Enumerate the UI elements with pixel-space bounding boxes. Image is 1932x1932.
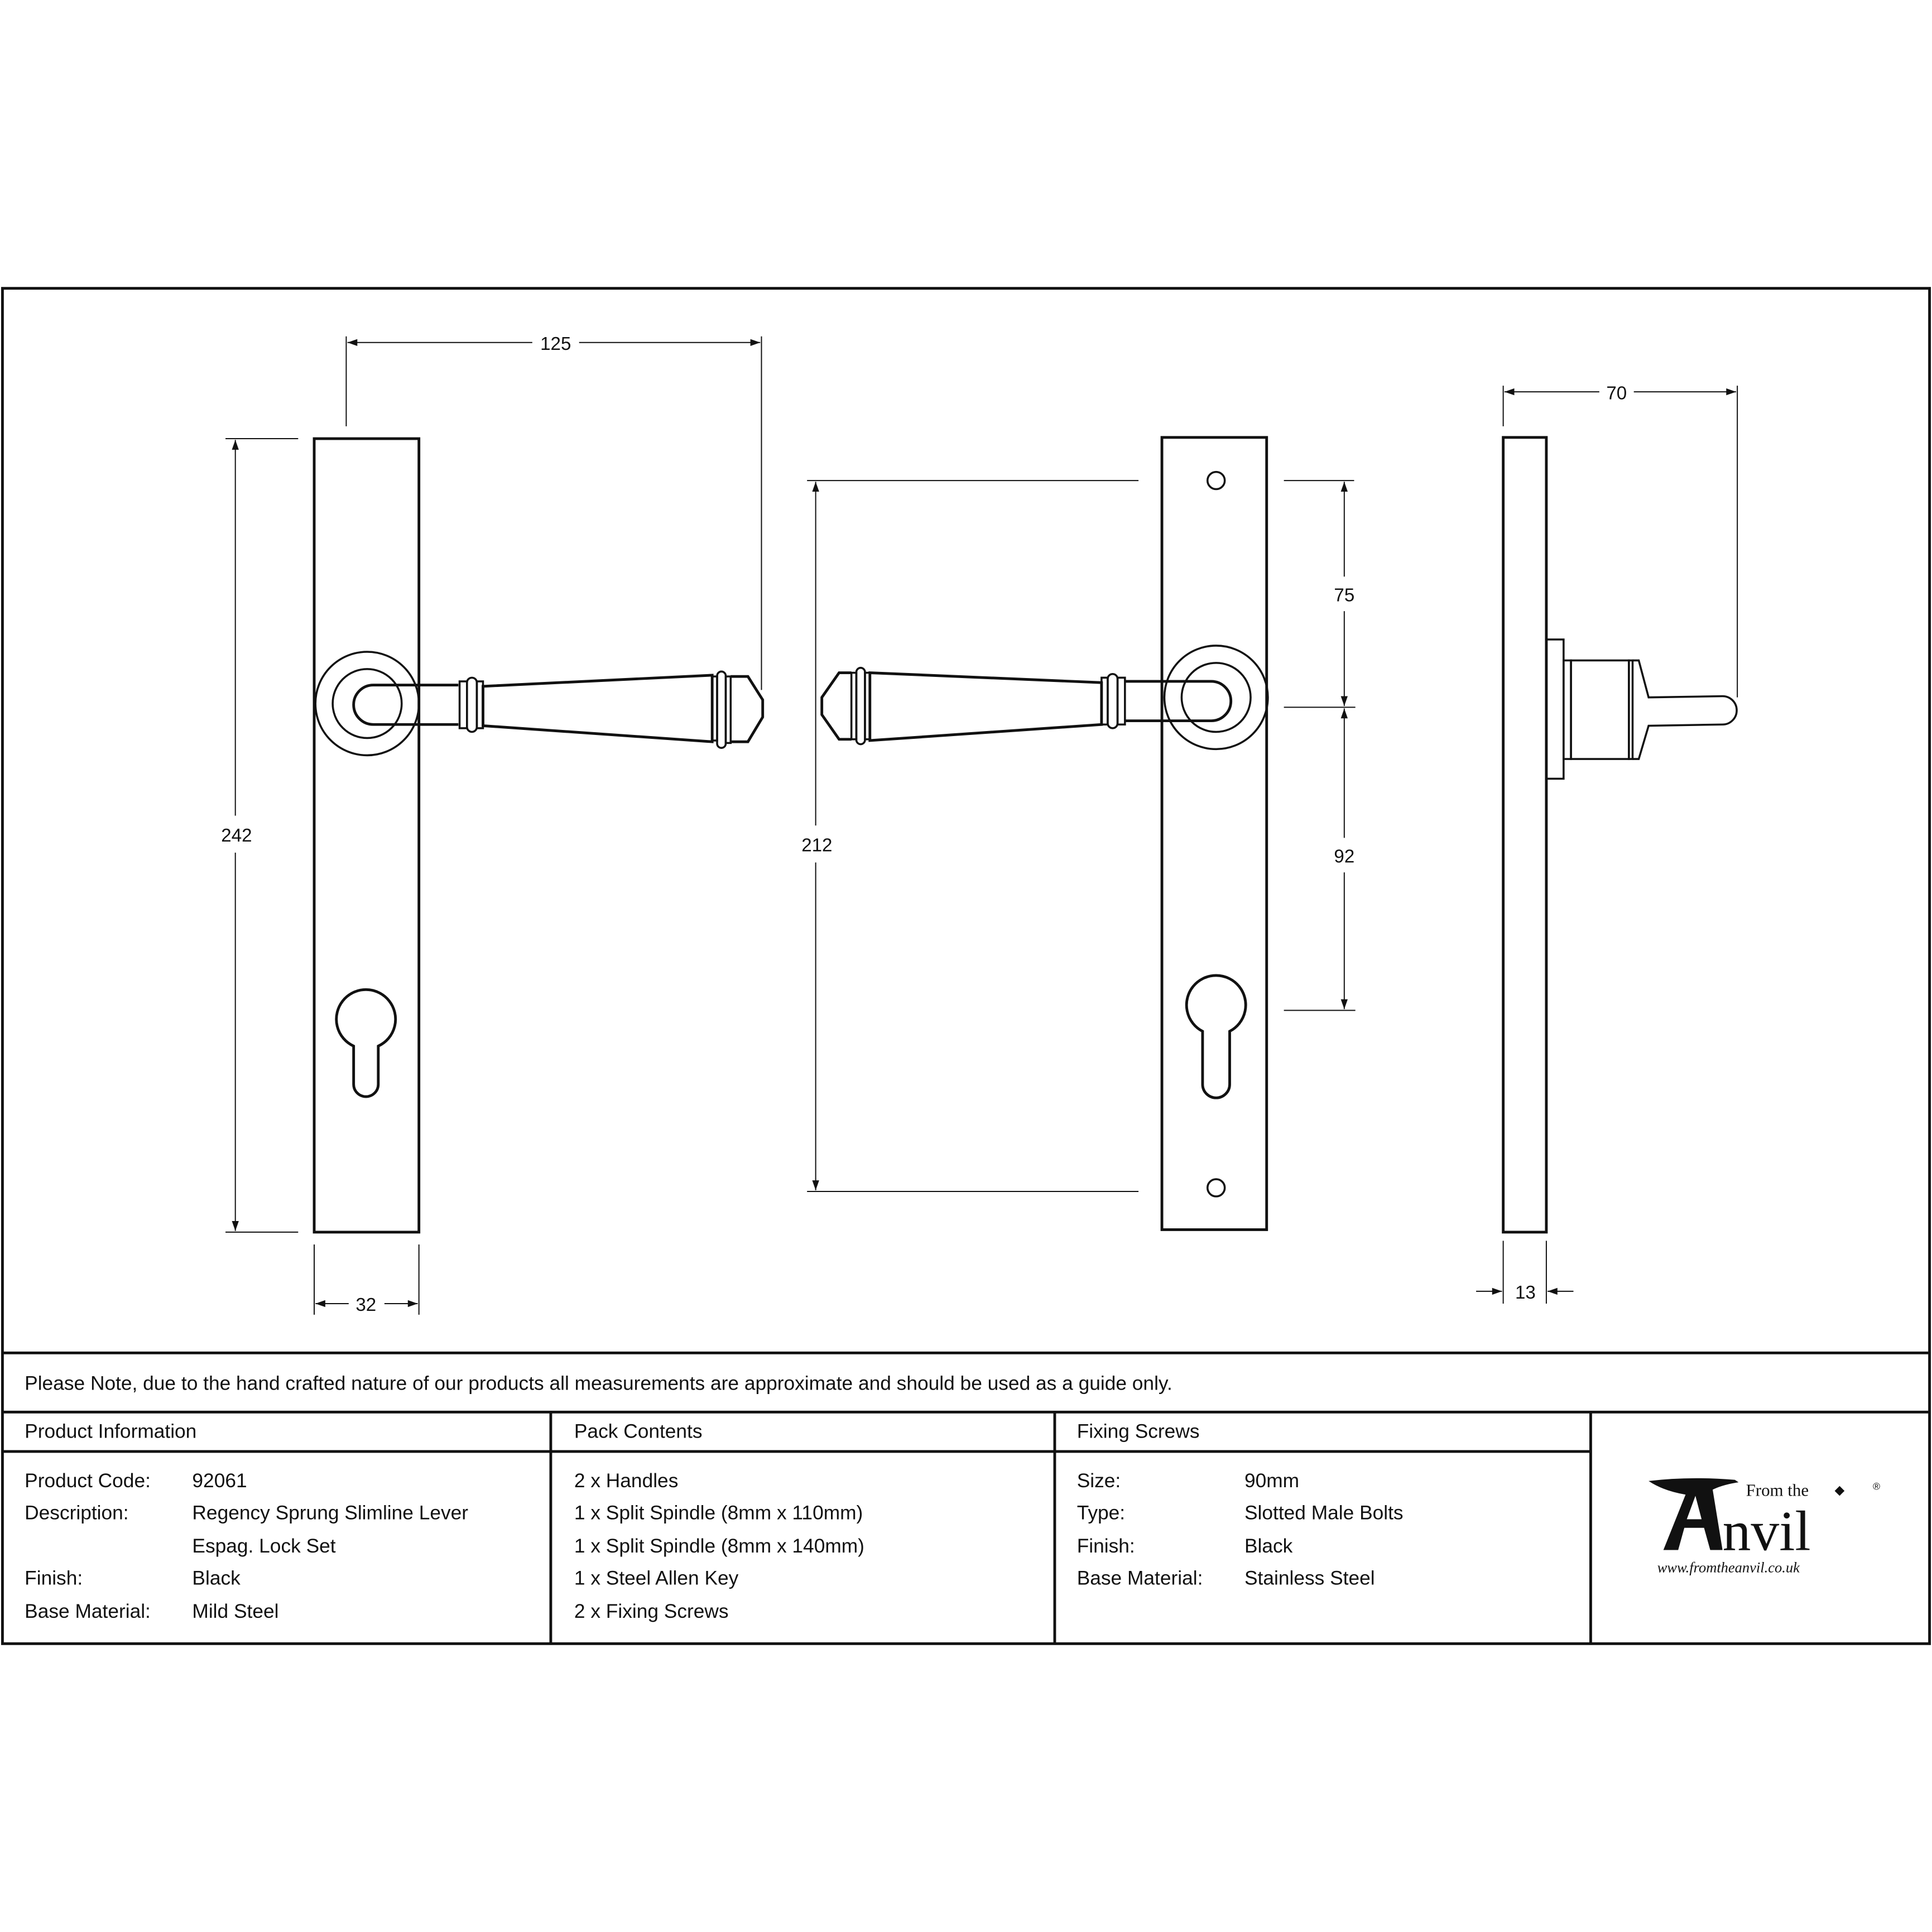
backplate [1160,436,1268,1231]
base-material-value: Mild Steel [192,1601,278,1622]
dim-label-125: 125 [540,334,571,354]
product-info-heading: Product Information [25,1421,196,1443]
collar-body [1570,659,1630,760]
rose-inner [1180,662,1252,733]
screw-type-label: Type: [1077,1502,1125,1524]
pack-item: 1 x Split Spindle (8mm x 140mm) [574,1535,864,1557]
logo-tagline: From the [1746,1480,1809,1500]
lever-body [868,671,1103,742]
rose-outer [1163,645,1269,751]
product-code-value: 92061 [192,1470,247,1492]
side-view: 70 13 [1476,383,1738,1304]
fixing-screws-heading: Fixing Screws [1077,1421,1200,1443]
lever-body [482,674,714,743]
base-material-label: Base Material: [25,1601,151,1622]
logo-brand: nvil [1723,1500,1811,1563]
dim-label-92: 92 [1334,847,1354,867]
pack-item: 2 x Fixing Screws [574,1601,729,1622]
screw-size-label: Size: [1077,1470,1121,1492]
product-code-label: Product Code: [25,1470,151,1492]
registered-mark: ® [1873,1481,1880,1492]
lever-neck [352,684,459,726]
lever-tip [730,675,765,743]
backplate-edge [1502,436,1548,1234]
finish-label: Finish: [25,1567,83,1589]
pack-contents-heading: Pack Contents [574,1421,703,1443]
rose-outer [314,651,420,757]
euro-cylinder-cutout [1185,974,1247,1099]
pack-item: 1 x Split Spindle (8mm x 110mm) [574,1502,863,1524]
description-value: Regency Sprung Slimline Lever [192,1502,468,1524]
logo-url: www.fromtheanvil.co.uk [1657,1559,1800,1575]
screw-finish-value: Black [1244,1535,1293,1557]
lever-neck [1124,680,1233,723]
screw-finish-label: Finish: [1077,1535,1135,1557]
backplate [313,437,421,1234]
dim-label-75: 75 [1334,585,1354,605]
lever-end-band [850,671,858,741]
rose-inner [331,668,403,739]
dim-label-242: 242 [221,825,252,846]
lever-end-band [724,675,732,744]
front-view-lever-left: 212 75 92 [801,436,1356,1231]
lever-end-ring [855,666,866,746]
lever-collar-ring [466,676,478,733]
rose-edge [1545,638,1565,780]
anvil-icon [1649,1478,1739,1550]
diamond-icon [1834,1486,1845,1496]
lever-collar [1116,676,1126,726]
lever-collar [458,680,468,729]
screw-type-value: Slotted Male Bolts [1244,1502,1404,1524]
pack-item: 2 x Handles [574,1470,678,1492]
description-label: Description: [25,1502,128,1524]
pack-item: 1 x Steel Allen Key [574,1567,739,1589]
lever-collar-ring [1107,672,1119,729]
collar-ring [1628,659,1634,760]
finish-value: Black [192,1567,241,1589]
dim-label-70: 70 [1606,383,1627,403]
dim-label-32: 32 [355,1295,376,1315]
screw-material-value: Stainless Steel [1244,1567,1375,1589]
screw-size-value: 90mm [1244,1470,1299,1492]
collar-side [1563,659,1572,760]
description-value-line2: Espag. Lock Set [192,1535,335,1557]
drawing-frame [1,287,1931,1645]
euro-cylinder-cutout [335,988,397,1098]
screw-hole-top [1206,470,1226,491]
screw-hole-bottom [1206,1178,1226,1198]
lever-tip [820,671,852,741]
dim-label-212: 212 [801,835,832,856]
front-view-lever-right: 125 242 32 [221,334,765,1315]
screw-material-label: Base Material: [1077,1567,1203,1589]
measurement-note: Please Note, due to the hand crafted nat… [25,1373,1172,1395]
dim-label-13: 13 [1515,1282,1536,1303]
info-table: Please Note, due to the hand crafted nat… [2,1351,1930,1644]
lever-end-ring [716,670,727,749]
lever-side-profile [1632,659,1738,760]
from-the-anvil-logo: From the nvil ® www.fromtheanvil.co.uk [1649,1478,1880,1575]
